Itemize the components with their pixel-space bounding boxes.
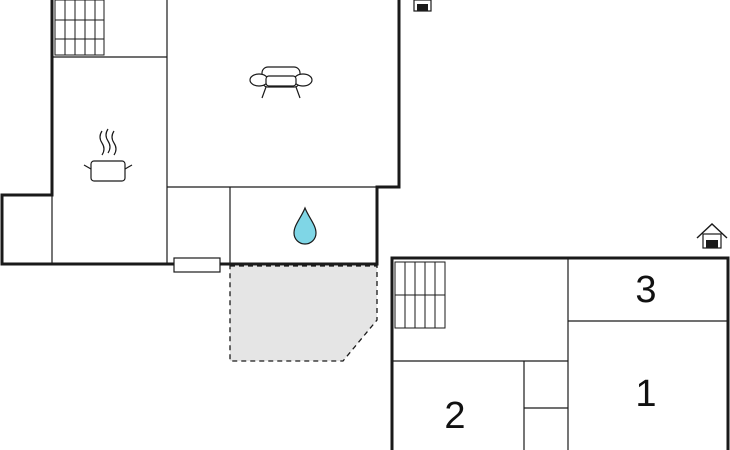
left-building [0,0,401,266]
right-building [390,256,730,450]
room-1-label: 1 [635,373,656,415]
sofa-icon [249,66,313,99]
cooking-pot-icon [83,128,133,182]
terrace [229,265,378,362]
house-entrance-icon [413,0,432,12]
water-drop-icon [293,206,317,245]
room-2-label: 2 [444,395,465,437]
window-marker [173,257,221,273]
stairs-icon [394,261,446,329]
room-3-label: 3 [635,269,656,311]
left-building-outer-wall [0,0,401,266]
house-entrance-icon [696,223,728,249]
right-building-outer-wall [390,256,730,450]
stairs-icon [54,0,105,56]
